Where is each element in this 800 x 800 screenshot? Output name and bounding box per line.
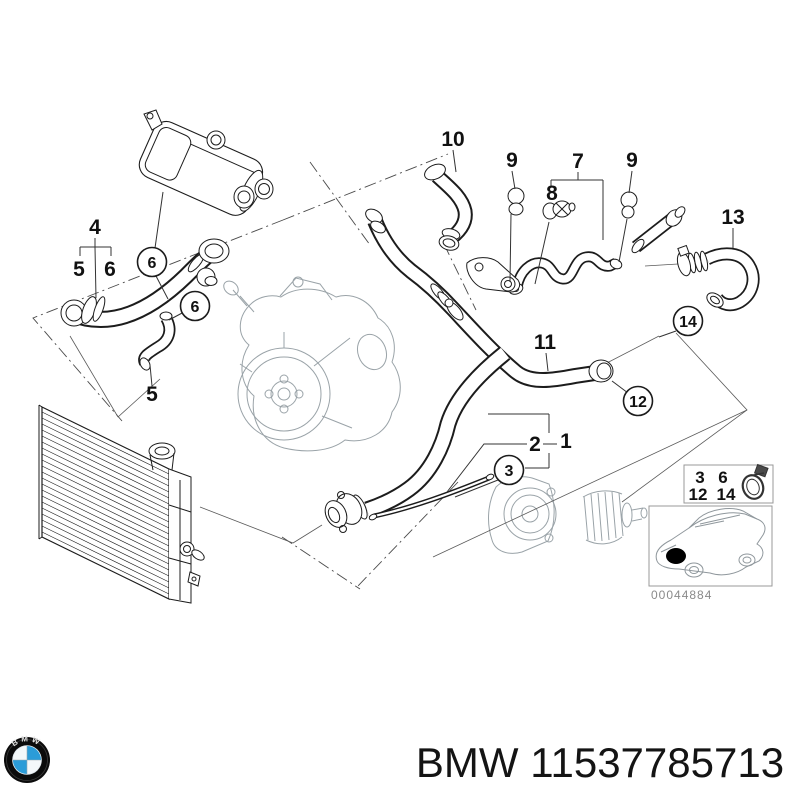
hose-7 <box>508 206 686 295</box>
legend-3: 3 <box>695 468 704 487</box>
callout-5b: 5 <box>146 383 158 406</box>
bmw-logo: BMW <box>4 734 50 783</box>
callout-leaders <box>79 149 734 498</box>
sensor-9b <box>620 191 638 219</box>
callout-circle-6b <box>179 290 211 322</box>
callout-14-circled: 14 <box>679 314 697 331</box>
callout-7: 7 <box>572 150 584 173</box>
leader-construction-lines <box>69 263 748 558</box>
callout-8: 8 <box>546 182 558 205</box>
car-locator-box: 00044884 <box>648 505 773 602</box>
logo-quadrant-se <box>27 760 41 774</box>
hose-13 <box>676 244 753 311</box>
callout-6-circled-a: 6 <box>148 255 157 272</box>
radiator <box>38 404 205 604</box>
legend-box: 3 6 12 14 <box>683 463 774 504</box>
location-dot <box>666 548 686 564</box>
callout-circle-3 <box>493 454 525 486</box>
callout-circle-12 <box>622 385 654 417</box>
callout-12-circled: 12 <box>629 394 647 411</box>
callout-9b: 9 <box>626 149 638 172</box>
tank-cap <box>206 130 226 150</box>
legend-6: 6 <box>718 468 727 487</box>
callout-6-circled-b: 6 <box>191 299 200 316</box>
footer: BMW BMW 11537785713 <box>4 734 784 786</box>
logo-quadrant-ne <box>27 746 41 760</box>
callout-4: 4 <box>89 216 101 239</box>
hose-10 <box>424 163 465 251</box>
callout-5: 5 <box>73 258 85 281</box>
clamp-icon <box>741 463 769 500</box>
callout-3-circled: 3 <box>505 463 514 480</box>
callout-13: 13 <box>721 206 744 229</box>
hose-1-with-flange <box>324 353 505 533</box>
sensor-8 <box>542 200 576 220</box>
hose-4 <box>60 238 230 326</box>
legend-12: 12 <box>689 485 708 504</box>
callout-6: 6 <box>104 258 116 281</box>
legend-14: 14 <box>717 485 736 504</box>
callout-1: 1 <box>560 430 572 453</box>
sensor-9a <box>507 187 525 216</box>
expansion-tank <box>138 109 274 216</box>
water-pump <box>223 276 401 452</box>
bracket <box>466 257 521 293</box>
logo-quadrant-sw <box>13 760 27 774</box>
logo-quadrant-nw <box>13 746 27 760</box>
hose-3 <box>368 473 495 521</box>
hose-5 <box>138 311 172 371</box>
callout-11: 11 <box>534 331 557 354</box>
bracket-bolt <box>500 276 516 292</box>
hose4-clamp <box>92 296 106 322</box>
callouts: 4 5 6 5 10 9 7 8 9 13 11 2 1 6 6 14 12 3 <box>73 128 745 486</box>
callout-circle-14 <box>672 305 704 337</box>
callout-circle-6a <box>136 246 168 278</box>
part-number-label: BMW 11537785713 <box>416 739 784 786</box>
hose-11 <box>365 208 614 382</box>
callout-9a: 9 <box>506 149 518 172</box>
radiator-drain-fitting <box>179 541 195 557</box>
callout-10: 10 <box>441 128 464 151</box>
image-code: 00044884 <box>651 588 712 602</box>
callout-2: 2 <box>529 433 541 456</box>
bottom-pump <box>488 476 648 554</box>
car-outline <box>655 508 766 578</box>
